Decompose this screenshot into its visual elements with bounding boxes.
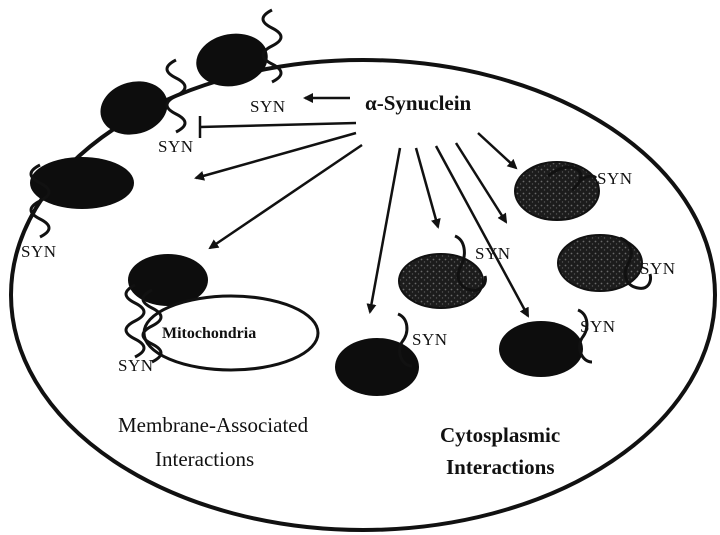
- alpha-synuclein-title: α-Synuclein: [365, 91, 472, 115]
- syn-label: SYN: [640, 259, 676, 278]
- syn-label: SYN: [118, 356, 154, 375]
- synuclein-helix-icon: [263, 10, 281, 82]
- arrow-to-left-vesicle: [196, 133, 356, 178]
- syn-label: SYN: [21, 242, 57, 261]
- arrow-to-cyto-5: [370, 148, 400, 312]
- membrane-vesicle-2: [94, 60, 185, 142]
- arrow-to-cyto-1: [478, 133, 516, 168]
- syn-label: SYN: [475, 244, 511, 263]
- syn-label: SYN: [580, 317, 616, 336]
- mitochondria-group: Mitochondria: [126, 254, 318, 370]
- cyto-vesicle-2: [399, 236, 485, 308]
- cytoplasmic-caption-line2: Interactions: [446, 455, 555, 479]
- arrow-to-mitochondria: [210, 145, 362, 248]
- cyto-vesicle-1: [515, 162, 599, 220]
- syn-label: SYN: [158, 137, 194, 156]
- membrane-vesicle-3: [30, 157, 134, 237]
- cytoplasmic-caption-line1: Cytosplasmic: [440, 423, 560, 447]
- arrow-to-cyto-3: [456, 143, 506, 222]
- inhibit-line: [200, 123, 356, 127]
- membrane-vesicle-1: [192, 10, 281, 92]
- membrane-caption-line2: Interactions: [155, 447, 254, 471]
- cyto-vesicle-4: [499, 310, 592, 377]
- syn-label: SYN: [412, 330, 448, 349]
- syn-label: SYN: [597, 169, 633, 188]
- syn-label: SYN: [250, 97, 286, 116]
- cyto-vesicle-3: [558, 235, 651, 291]
- synuclein-helix-icon: [167, 60, 185, 132]
- mitochondria-label: Mitochondria: [162, 325, 256, 342]
- membrane-caption-line1: Membrane-Associated: [118, 413, 309, 437]
- arrow-to-cyto-2: [416, 148, 438, 227]
- cyto-vesicle-5: [335, 314, 419, 396]
